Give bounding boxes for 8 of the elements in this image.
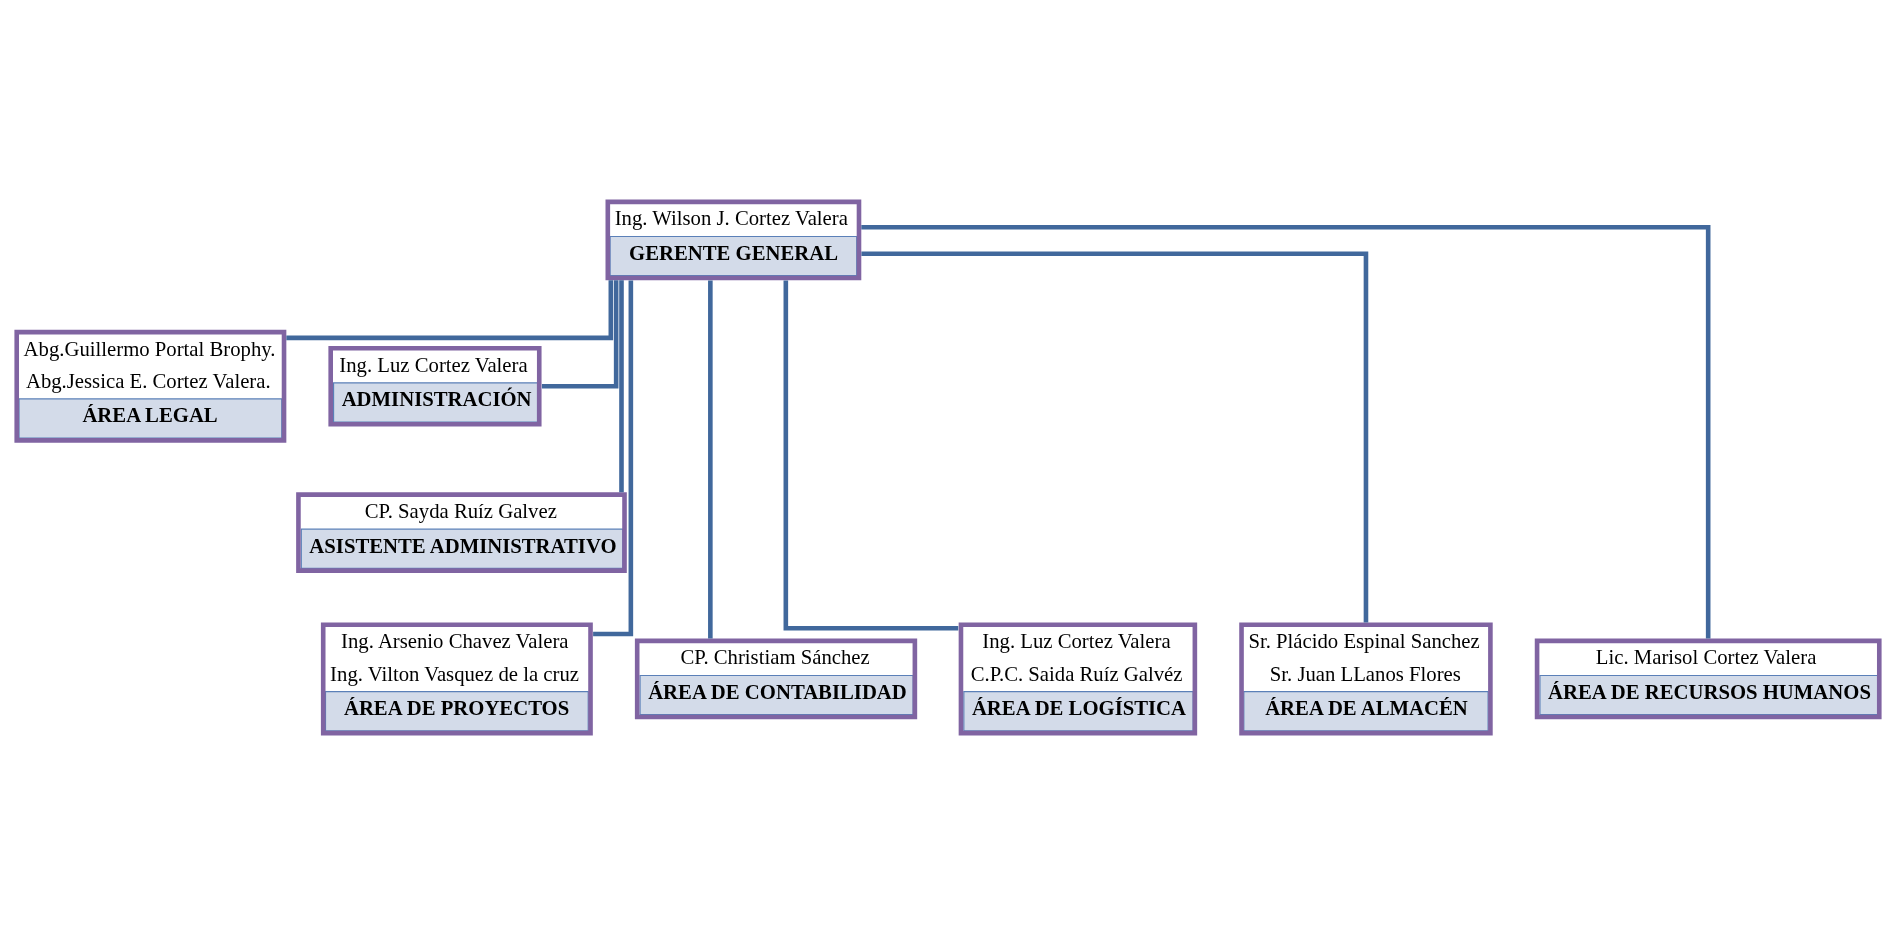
connector [860, 251, 1368, 623]
connector [592, 280, 633, 637]
connector [285, 280, 613, 341]
connector [541, 280, 618, 389]
connector [860, 224, 1710, 639]
connector [707, 280, 713, 639]
connector [618, 280, 624, 493]
connector [783, 280, 958, 631]
